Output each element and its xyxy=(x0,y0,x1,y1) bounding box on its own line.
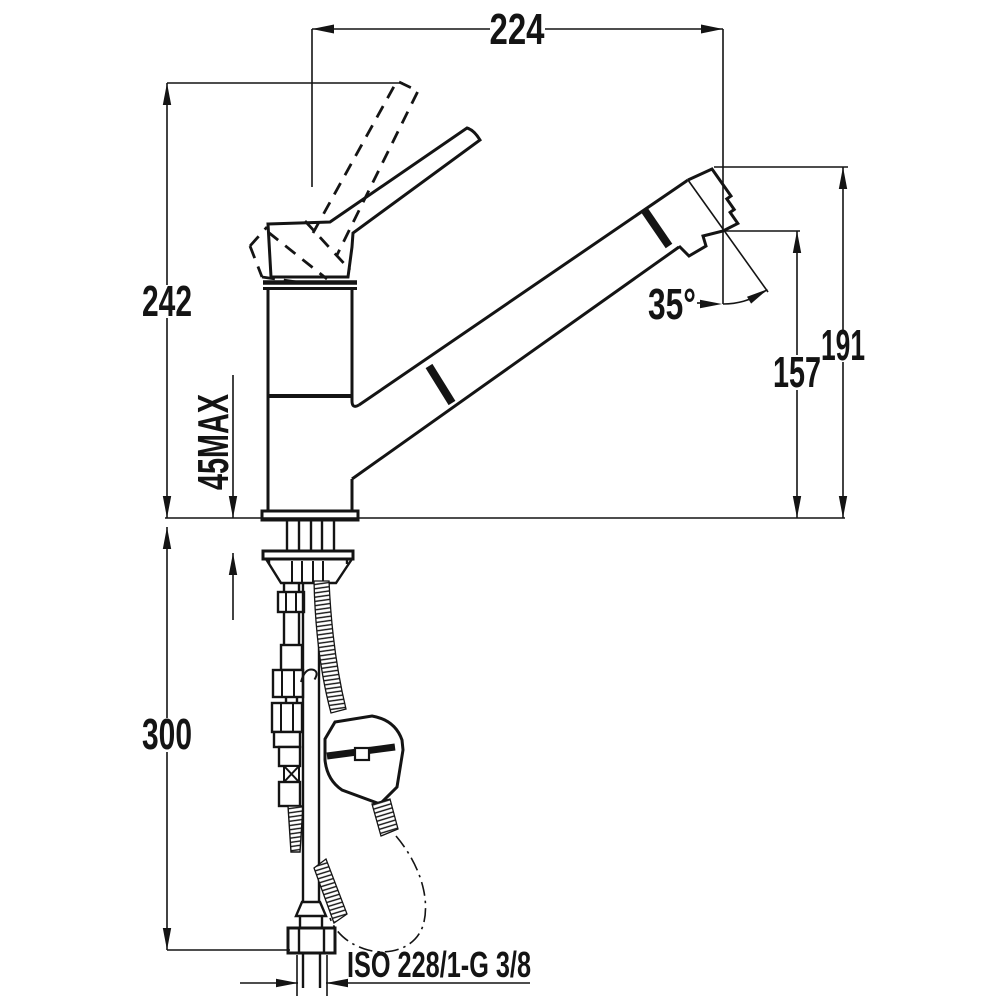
bracket-ribs xyxy=(291,561,324,583)
spout-upper-edge xyxy=(358,178,689,407)
handle-body-dashed-4 xyxy=(248,245,264,278)
dim-224-lines xyxy=(311,28,723,187)
handle-body-dashed-3 xyxy=(248,226,269,247)
handle-body-dashed-2 xyxy=(267,230,328,281)
tailpiece-shanks xyxy=(285,520,336,551)
stack-pipe-1 xyxy=(282,584,301,592)
handle-body-dashed-5 xyxy=(261,275,298,284)
stack-block-2 xyxy=(270,701,304,734)
mounting-washer xyxy=(261,549,355,561)
dim-157-label: 157 xyxy=(773,348,821,397)
dim-300-label: 300 xyxy=(142,710,192,759)
dim-191-lines xyxy=(714,166,848,518)
stack-pipe-2 xyxy=(282,612,301,645)
stack-block-1 xyxy=(279,643,304,672)
stack-block-3 xyxy=(277,745,302,768)
stack-block-4 xyxy=(277,780,302,808)
bottom-hex-nut xyxy=(286,926,337,955)
seam-construction-line xyxy=(687,179,769,293)
stack-nut-3 xyxy=(272,730,302,749)
dim-242-lines xyxy=(166,82,403,518)
handle-lever xyxy=(266,126,482,279)
hose-weight-clip xyxy=(353,746,371,762)
body-column-right-edge-upper xyxy=(350,290,360,408)
spout-joint-ring-head xyxy=(641,208,673,249)
bottom-nut-facets xyxy=(297,928,326,953)
spray-head xyxy=(677,167,741,258)
dim-242-label: 242 xyxy=(142,277,192,326)
hose-flare-fitting xyxy=(294,900,328,918)
dim-thread-lines xyxy=(240,955,530,996)
thread-spec-label: ISO 228/1-G 3/8 xyxy=(347,944,531,985)
spray-hose-braided-upper xyxy=(313,580,347,714)
spout-lower-edge xyxy=(351,245,680,481)
dimension-labels: 224 242 45MAX 35° 157 191 300 ISO 228/1-… xyxy=(142,5,865,985)
dim-45max-label: 45MAX xyxy=(189,394,238,490)
hose-loop-phantom-line xyxy=(329,835,427,953)
spray-hose-braided-stub xyxy=(371,798,399,837)
handle-body-dashed-1 xyxy=(303,220,352,271)
hose-neck xyxy=(298,916,324,928)
spray-hose-braided-lower xyxy=(313,857,348,925)
stack-nut-2-facets xyxy=(281,670,295,697)
under-counter-assembly xyxy=(261,520,427,988)
dim-300-lines xyxy=(166,527,290,951)
stack-nut-1 xyxy=(276,590,306,614)
dim-35deg-label: 35° xyxy=(648,280,696,329)
handle-lever-raised-dashed xyxy=(311,79,420,256)
dimension-lines xyxy=(162,24,848,996)
stack-threaded-tail xyxy=(287,805,304,853)
spout-joint-ring-mid xyxy=(425,363,456,406)
stack-nut-1-facets xyxy=(285,592,297,612)
stack-block-2-facets xyxy=(280,703,294,732)
stack-valve-cross xyxy=(283,765,300,783)
dim-224-label: 224 xyxy=(490,5,545,54)
mounting-bracket xyxy=(264,558,353,585)
dim-191-label: 191 xyxy=(821,321,865,370)
thread-stub xyxy=(301,953,322,988)
stack-nut-2 xyxy=(271,668,305,699)
